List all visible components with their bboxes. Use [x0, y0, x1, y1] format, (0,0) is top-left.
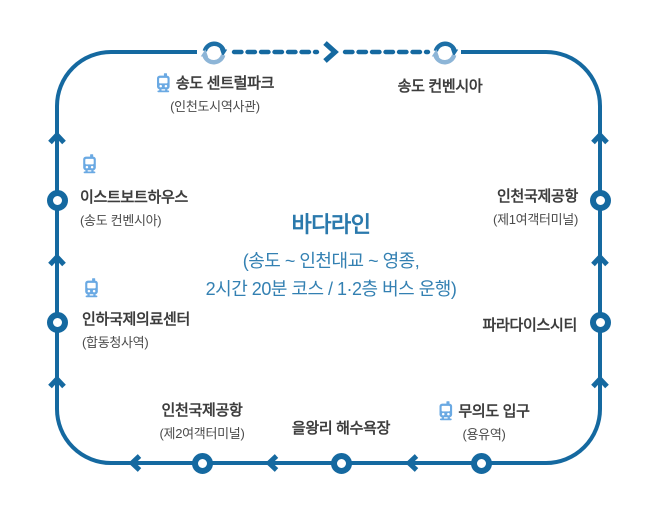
- stop-sub-label: (제2여객터미널): [159, 426, 245, 441]
- stop-label-songdo-central-park: 송도 센트럴파크 (인천도시역사관): [156, 72, 274, 115]
- stop-label-inha-medical-center: 인하국제의료센터 (합동청사역): [82, 308, 190, 351]
- stop-name: 인천국제공항: [161, 402, 243, 419]
- tram-station-icon: [82, 154, 97, 174]
- direction-arrow-left-icon: [261, 452, 283, 474]
- direction-arrow-up-icon: [589, 249, 611, 271]
- stop-dot-inha-medical-center: [46, 311, 68, 333]
- stop-sub-label: (제1여객터미널): [493, 212, 578, 227]
- stop-label-eulwangri-beach: 을왕리 해수욕장: [291, 417, 391, 438]
- stop-label-muuido-entrance: 무의도 입구 (용유역): [438, 400, 530, 443]
- route-dashed-line: [231, 49, 431, 55]
- stop-sub-label: (용유역): [462, 427, 506, 442]
- tram-station-icon: [84, 278, 99, 298]
- route-subtitle-line2: 2시간 20분 코스 / 1·2층 버스 운행): [205, 279, 457, 299]
- stop-dot-muuido-entrance: [470, 452, 492, 474]
- stop-label-incheon-airport-t1: 인천국제공항 (제1여객터미널): [493, 185, 578, 228]
- stop-name: 송도 센트럴파크: [175, 75, 275, 92]
- stop-dot-paradise-city: [589, 311, 611, 333]
- turnaround-cycle-icon: [198, 37, 230, 69]
- direction-arrow-up-icon: [46, 371, 68, 393]
- stop-sub-label: (합동청사역): [82, 335, 149, 350]
- tram-station-icon: [438, 401, 453, 421]
- direction-arrow-right-icon: [323, 41, 339, 63]
- direction-arrow-up-icon: [589, 127, 611, 149]
- stop-sub-label: (인천도시역사관): [170, 99, 260, 114]
- stop-name: 송도 컨벤시아: [397, 78, 483, 95]
- stop-dot-incheon-airport-t2: [191, 452, 213, 474]
- stop-name: 무의도 입구: [458, 403, 530, 420]
- direction-arrow-left-icon: [401, 452, 423, 474]
- stop-label-paradise-city: 파라다이스시티: [482, 314, 577, 335]
- stop-dot-east-boat-house: [46, 189, 68, 211]
- route-title-block: 바다라인 (송도 ~ 인천대교 ~ 영종, 2시간 20분 코스 / 1·2층 …: [206, 207, 457, 303]
- stop-label-incheon-airport-t2: 인천국제공항 (제2여객터미널): [160, 399, 245, 442]
- route-subtitle-line1: (송도 ~ 인천대교 ~ 영종,: [242, 251, 420, 271]
- turnaround-cycle-icon: [429, 37, 461, 69]
- stop-label-east-boat-house: 이스트보트하우스 (송도 컨벤시아): [80, 186, 188, 229]
- route-top-gap: [197, 47, 461, 58]
- stop-dot-incheon-airport-t1: [589, 189, 611, 211]
- stop-name: 인천국제공항: [496, 188, 578, 205]
- stop-dot-eulwangri-beach: [330, 452, 352, 474]
- stop-name: 인하국제의료센터: [82, 311, 191, 328]
- stop-name: 을왕리 해수욕장: [291, 420, 391, 437]
- direction-arrow-up-icon: [46, 127, 68, 149]
- route-title: 바다라인: [291, 212, 371, 237]
- direction-arrow-up-icon: [46, 249, 68, 271]
- direction-arrow-up-icon: [589, 371, 611, 393]
- stop-label-songdo-convensia: 송도 컨벤시아: [398, 75, 483, 96]
- stop-name: 이스트보트하우스: [80, 189, 189, 206]
- direction-arrow-left-icon: [124, 452, 146, 474]
- tram-station-icon: [156, 73, 171, 93]
- stop-sub-label: (송도 컨벤시아): [80, 213, 162, 228]
- stop-name: 파라다이스시티: [482, 317, 577, 334]
